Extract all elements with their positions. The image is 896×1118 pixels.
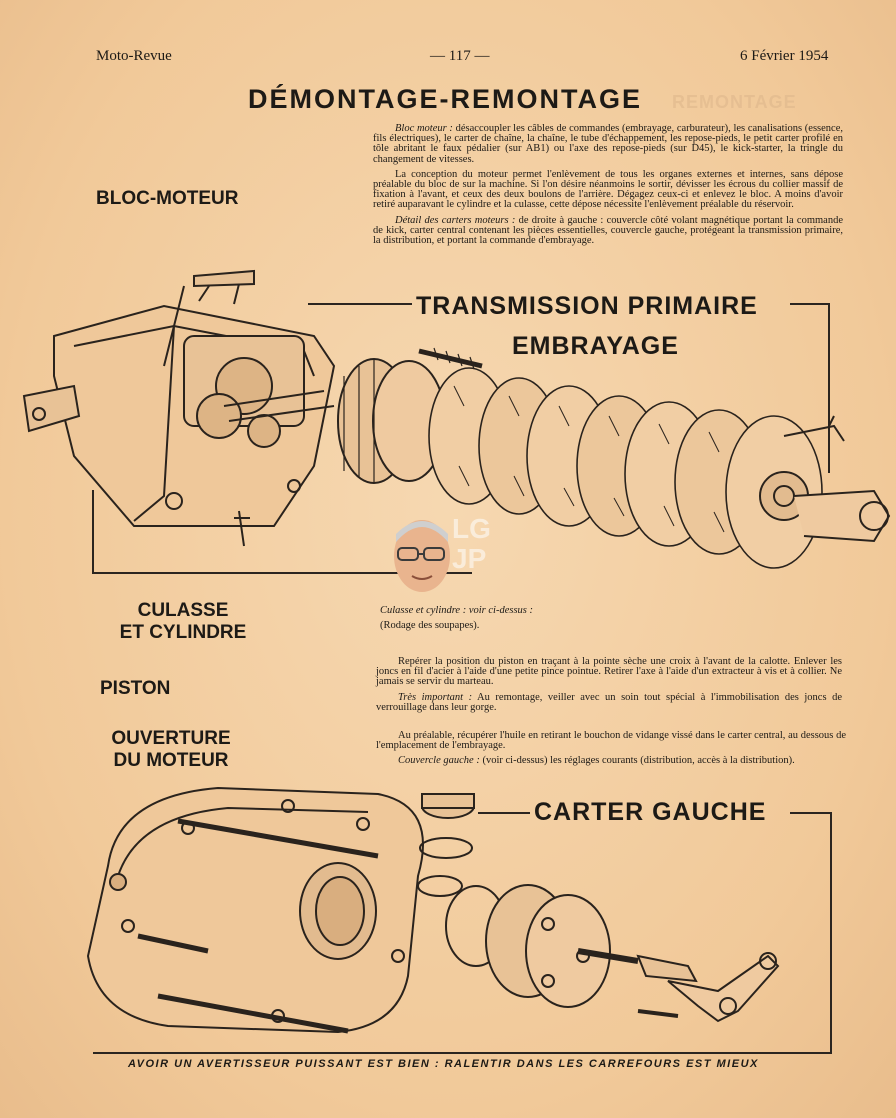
watermark-line1: LG <box>452 513 491 544</box>
section-culasse: CULASSE ET CYLINDRE <box>98 600 268 644</box>
transmission-rule-left <box>308 303 412 305</box>
couvercle-lead: Couvercle gauche : <box>398 755 480 767</box>
bloc-text-p2: La conception du moteur permet l'enlèvem… <box>373 168 843 211</box>
transmission-rule-vertical <box>828 303 830 473</box>
culasse-text: Culasse et cylindre : voir ci-dessus : (… <box>380 605 680 636</box>
bloc-text-p1: désaccoupler les câbles de commandes (em… <box>373 123 843 165</box>
page-number: — 117 — <box>430 48 490 64</box>
carter-rule-bottom <box>93 1052 832 1054</box>
carter-gauche-label: CARTER GAUCHE <box>534 798 767 826</box>
frame-left <box>92 490 94 572</box>
engine-clutch-illustration <box>22 269 891 569</box>
piston-text: Repérer la position du piston en traçant… <box>376 656 842 718</box>
carters-text: de droite à gauche : couvercle côté vola… <box>373 214 843 247</box>
section-culasse-line2: ET CYLINDRE <box>119 622 247 643</box>
ouverture-text: Au préalable, récupérer l'huile en retir… <box>376 730 846 772</box>
section-ouverture: OUVERTURE DU MOTEUR <box>96 728 246 772</box>
frame-bottom <box>92 572 472 574</box>
section-ouverture-line2: DU MOTEUR <box>113 750 229 771</box>
left-cover-illustration <box>86 786 780 1034</box>
carters-lead: Détail des carters moteurs : <box>395 214 516 226</box>
culasse-lead: Culasse et cylindre : voir ci-dessus : <box>380 605 533 616</box>
carter-rule-left <box>478 812 530 814</box>
transmission-rule-right <box>790 303 830 305</box>
section-piston: PISTON <box>100 678 171 699</box>
show-through-title: REMONTAGE <box>672 92 797 112</box>
bloc-moteur-text: Bloc moteur : désaccoupler les câbles de… <box>373 123 843 251</box>
page-title: DÉMONTAGE-REMONTAGE <box>248 84 642 114</box>
transmission-label: TRANSMISSION PRIMAIRE <box>416 292 758 320</box>
ouverture-p2: (voir ci-dessus) les réglages courants (… <box>479 755 795 767</box>
bloc-text-lead: Bloc moteur : <box>395 123 453 134</box>
section-culasse-line1: CULASSE <box>137 600 229 621</box>
watermark-line2: JP <box>452 543 487 574</box>
embrayage-label: EMBRAYAGE <box>512 332 679 360</box>
section-ouverture-line1: OUVERTURE <box>111 728 231 749</box>
footer-slogan: AVOIR UN AVERTISSEUR PUISSANT EST BIEN :… <box>128 1058 759 1070</box>
culasse-line2: (Rodage des soupapes). <box>380 620 480 632</box>
issue-date: 6 Février 1954 <box>740 48 829 64</box>
piston-p1: Repérer la position du piston en traçant… <box>376 656 842 688</box>
portrait-watermark <box>394 520 450 592</box>
magazine-name: Moto-Revue <box>96 48 172 64</box>
carter-rule-right <box>790 812 832 814</box>
section-bloc-moteur: BLOC-MOTEUR <box>96 188 239 209</box>
piston-important-lead: Très important : <box>398 691 473 703</box>
piston-p2: Au remontage, veiller avec un soin tout … <box>376 691 842 713</box>
ouverture-p1: Au préalable, récupérer l'huile en retir… <box>376 730 846 752</box>
carter-rule-vertical <box>830 812 832 1052</box>
watermark-initials: LG JP <box>452 514 491 574</box>
